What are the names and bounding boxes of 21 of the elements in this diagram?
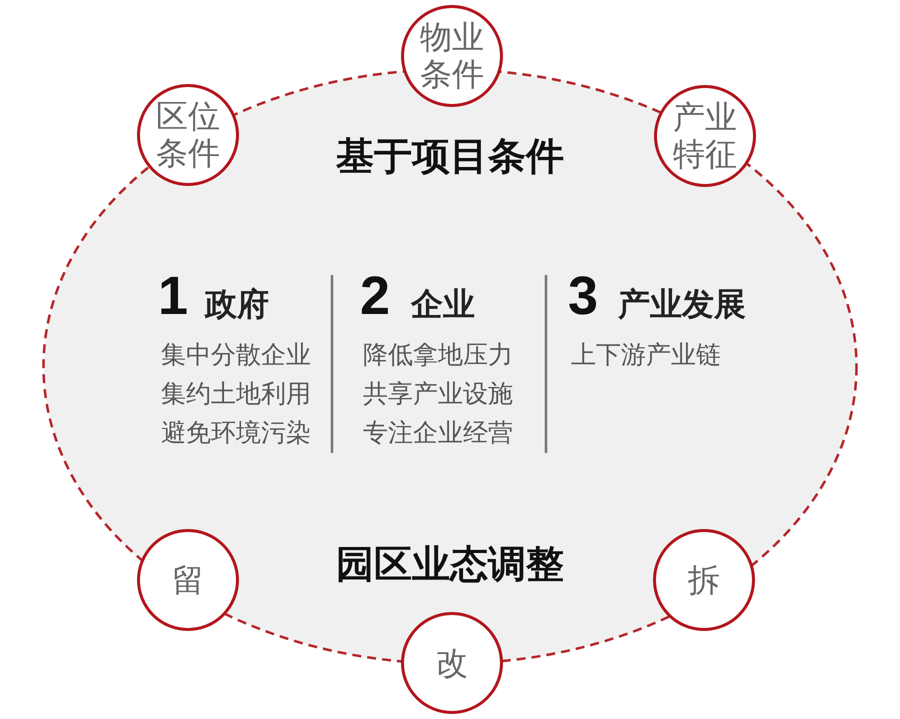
section-heading: 园区业态调整 xyxy=(336,542,564,588)
circle-label: 留 xyxy=(172,562,204,598)
list-item: 集约土地利用 xyxy=(161,379,311,409)
list-item: 专注企业经营 xyxy=(363,418,513,448)
column-number: 2 xyxy=(360,265,390,328)
circle-label: 区位条件 xyxy=(155,98,221,172)
circle-label: 拆 xyxy=(688,562,720,598)
circle-label: 产业特征 xyxy=(672,99,738,173)
list-item: 集中分散企业 xyxy=(161,340,311,370)
circle-label: 改 xyxy=(436,644,468,682)
column-heading: 企业 xyxy=(411,285,475,324)
circle-label: 物业条件 xyxy=(419,19,485,93)
list-item: 避免环境污染 xyxy=(161,418,311,448)
column-number: 1 xyxy=(158,265,188,328)
list-item: 上下游产业链 xyxy=(571,340,721,370)
list-item: 共享产业设施 xyxy=(363,379,513,409)
column-heading: 产业发展 xyxy=(618,285,746,324)
section-heading: 基于项目条件 xyxy=(336,134,564,180)
column-number: 3 xyxy=(568,265,598,328)
list-item: 降低拿地压力 xyxy=(363,340,513,370)
column-heading: 政府 xyxy=(205,285,269,324)
